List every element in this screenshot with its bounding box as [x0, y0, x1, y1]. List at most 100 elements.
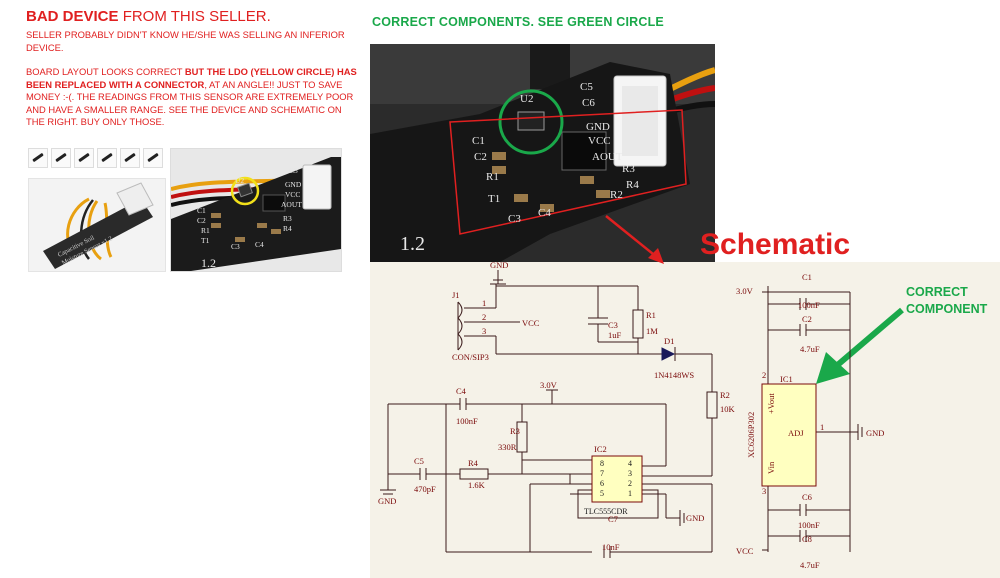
- good-board-label: R2: [610, 189, 623, 201]
- good-board-photo: U2 C5 C6 C1 C2 R1 T1 C3 C4 GND VCC AOUT …: [370, 44, 715, 262]
- schem-label: 4.7uF: [800, 344, 820, 354]
- thumbnail[interactable]: [143, 148, 163, 168]
- bad-board-label: GND: [285, 180, 302, 189]
- good-board-label: U2: [520, 93, 533, 105]
- good-board-title: CORRECT COMPONENTS. SEE GREEN CIRCLE: [372, 15, 664, 29]
- note-para-2: BOARD LAYOUT LOOKS CORRECT BUT THE LDO (…: [26, 66, 361, 129]
- bad-board-label: 1.2: [201, 256, 216, 270]
- schem-label: C2: [802, 314, 812, 324]
- schem-label: J1: [452, 290, 460, 300]
- note-title-rest: FROM THIS SELLER.: [122, 8, 271, 25]
- thumbnail[interactable]: [51, 148, 71, 168]
- seller-note: BAD DEVICE FROM THIS SELLER. SELLER PROB…: [26, 8, 361, 141]
- note-para-2a: BOARD LAYOUT LOOKS CORRECT: [26, 66, 185, 77]
- schem-label: GND: [866, 428, 884, 438]
- schem-label: 3: [482, 326, 486, 336]
- schem-label: 2: [762, 370, 766, 380]
- schematic-title: Schematic: [700, 228, 851, 261]
- good-board-label: R3: [622, 163, 635, 175]
- schem-label: 2: [482, 312, 486, 322]
- schem-label: R1: [646, 310, 656, 320]
- arrow-to-schematic-icon: [605, 215, 664, 264]
- note-para-1: SELLER PROBABLY DIDN'T KNOW HE/SHE WAS S…: [26, 29, 345, 53]
- schem-label: VCC: [736, 546, 754, 556]
- correct-note-line-2: COMPONENT: [906, 302, 988, 316]
- note-para-2c: , AT AN ANGLE!! JUST TO SAVE MONEY :-(. …: [26, 78, 354, 128]
- schem-label: 10nF: [602, 542, 620, 552]
- correct-component-note: CORRECT COMPONENT: [906, 284, 996, 318]
- ic2-pin: 8: [600, 459, 604, 468]
- product-photo: Capacitive Soil Moisture Sensor v1.2: [28, 178, 166, 272]
- ic1-box: [761, 383, 817, 487]
- schem-label: 100nF: [798, 520, 820, 530]
- schem-label: 1: [820, 422, 824, 432]
- schem-label: 1.6K: [468, 480, 486, 490]
- schem-label: R4: [468, 458, 479, 468]
- schem-label: R3: [510, 426, 520, 436]
- schem-label: 1uF: [608, 330, 622, 340]
- bad-board-label: C1: [197, 206, 206, 215]
- ic2-pin: 5: [600, 489, 604, 498]
- thumbnail[interactable]: [97, 148, 117, 168]
- schem-label: Vin: [766, 461, 776, 474]
- good-board-label: C1: [472, 135, 485, 147]
- schem-label: R2: [720, 390, 730, 400]
- thumbnail[interactable]: [28, 148, 48, 168]
- bad-board-label: R3: [283, 214, 292, 223]
- schem-label: 1: [482, 298, 486, 308]
- bad-board-label: R4: [283, 224, 292, 233]
- good-board-label: AOUT: [592, 151, 623, 163]
- bad-board-label: VCC: [285, 190, 300, 199]
- thumbnail[interactable]: [120, 148, 140, 168]
- good-board-label: R4: [626, 179, 639, 191]
- yellow-circle: [230, 176, 260, 206]
- ic2-pin: 1: [628, 489, 632, 498]
- schem-label: GND: [378, 496, 396, 506]
- schem-label: GND: [490, 262, 508, 270]
- schem-label: XC6206P302: [746, 412, 756, 458]
- schem-label: C7: [608, 514, 618, 524]
- schem-label: ADJ: [788, 428, 804, 438]
- bad-board-label: U2: [235, 176, 244, 185]
- schem-label: C8: [802, 534, 812, 544]
- green-circle: [498, 89, 564, 155]
- schem-label: C6: [802, 492, 812, 502]
- ic2-pin: 3: [628, 469, 632, 478]
- good-board-label: R1: [486, 171, 499, 183]
- good-board-label: GND: [586, 121, 610, 133]
- schem-label: IC2: [594, 444, 607, 454]
- schem-label: 1M: [646, 326, 658, 336]
- schem-label: C3: [608, 320, 618, 330]
- bad-board-label: C3: [231, 242, 240, 251]
- ic2-box: [591, 455, 643, 503]
- bad-board-label: C5: [289, 166, 298, 175]
- schem-label: 470pF: [414, 484, 436, 494]
- good-board-label: C2: [474, 151, 487, 163]
- good-board-label: C6: [582, 97, 595, 109]
- ic2-pin: 6: [600, 479, 604, 488]
- bad-board-label: AOUT: [281, 200, 302, 209]
- schem-label: IC1: [780, 374, 793, 384]
- good-board-label: T1: [488, 193, 500, 205]
- schem-label: D1: [664, 336, 674, 346]
- schem-label: VCC: [522, 318, 540, 328]
- ic2-pin: 2: [628, 479, 632, 488]
- note-title: BAD DEVICE FROM THIS SELLER.: [26, 8, 361, 25]
- schem-label: 100nF: [798, 300, 820, 310]
- schematic-drawing: GND J1 1 2 3 VCC CON/SIP3 C3 1uF R1 1M D…: [378, 262, 884, 570]
- bad-board-label: C2: [197, 216, 206, 225]
- bad-board-label: C4: [255, 240, 264, 249]
- bad-board-photo: U2 C1 C2 R1 T1 C3 C4 R3 R4 C5 GND VCC AO…: [170, 148, 342, 272]
- bad-board-label: T1: [201, 236, 210, 245]
- schem-label: CON/SIP3: [452, 352, 489, 362]
- schem-label: C4: [456, 386, 467, 396]
- good-board-label: C4: [538, 207, 551, 219]
- bad-board-label: R1: [201, 226, 210, 235]
- schem-label: 3.0V: [540, 380, 558, 390]
- thumbnail[interactable]: [74, 148, 94, 168]
- ic2-part-label: TLC555CDR: [584, 507, 628, 516]
- note-title-bold: BAD DEVICE: [26, 8, 119, 25]
- schem-label: 3.0V: [736, 286, 754, 296]
- good-board-label: 1.2: [400, 233, 425, 255]
- note-para-2b: BUT THE LDO (YELLOW CIRCLE) HAS BEEN REP…: [26, 66, 357, 90]
